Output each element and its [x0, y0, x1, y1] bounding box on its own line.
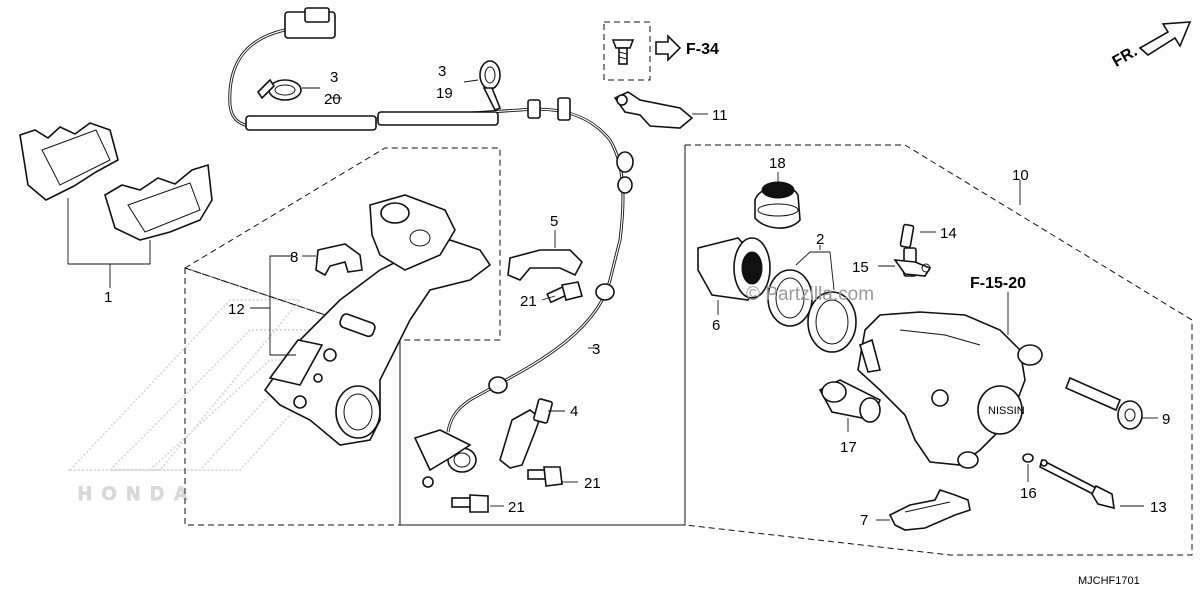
bleed-valve-cap	[893, 259, 932, 277]
dust-boot	[754, 181, 801, 229]
watermark: © Partzilla.com	[746, 284, 874, 305]
callout-8: 8	[290, 249, 298, 266]
pad-spring	[888, 489, 971, 531]
callout-19: 19	[436, 85, 453, 102]
callout-21-middle: 21	[584, 475, 601, 492]
callout-1: 1	[104, 289, 112, 306]
callout-2: 2	[816, 231, 824, 248]
callout-13: 13	[1150, 499, 1167, 516]
brake-pad-set	[19, 122, 213, 241]
logo-wordmark: HONDA	[78, 484, 198, 505]
callout-4: 4	[570, 403, 578, 420]
callout-20: 20	[324, 91, 341, 108]
callout-21-lower: 21	[508, 499, 525, 516]
caliper-brand: NISSIN	[988, 405, 1025, 417]
sensor-mount-bracket	[499, 398, 553, 469]
assembly-box-caliper	[684, 144, 1193, 556]
bolt-21-middle	[527, 466, 563, 487]
slide-pin	[818, 379, 882, 423]
piston-seal-set	[767, 269, 857, 353]
assembly-box-lower	[399, 145, 686, 526]
assembly-box-f34	[603, 21, 651, 81]
sensor-wire-bracket	[507, 249, 583, 281]
callout-10: 10	[1012, 167, 1029, 184]
wire-clamp-left	[256, 78, 302, 101]
callout-5: 5	[550, 213, 558, 230]
bolt-21-lower	[451, 494, 489, 513]
callout-21-upper: 21	[520, 293, 537, 310]
front-direction-arrow	[1138, 21, 1192, 56]
sensor-wire-upper	[228, 7, 634, 433]
callout-16: 16	[1020, 485, 1037, 502]
screw-f34	[611, 39, 635, 65]
callout-7: 7	[860, 512, 868, 529]
arrow-f34	[655, 34, 682, 62]
pad-spring-clip	[315, 243, 363, 277]
assembly-box-bracket	[183, 147, 501, 341]
callout-12: 12	[228, 301, 245, 318]
wire-clip	[613, 91, 694, 129]
speed-sensor	[413, 429, 477, 488]
callout-18: 18	[769, 155, 786, 172]
reference-f34: F-34	[686, 41, 719, 58]
caliper-body: NISSIN	[857, 311, 1043, 469]
reference-f1520: F-15-20	[970, 275, 1026, 292]
caliper-piston	[697, 237, 771, 301]
washer	[1022, 453, 1034, 463]
callout-6: 6	[712, 317, 720, 334]
pad-pin	[1039, 458, 1115, 510]
callout-3-wire: 3	[592, 341, 600, 358]
callout-9: 9	[1162, 411, 1170, 428]
callout-15: 15	[852, 259, 869, 276]
bolt-21-upper	[546, 281, 583, 304]
front-direction-label: FR.	[1110, 43, 1141, 71]
caliper-bracket	[263, 194, 492, 446]
callout-17: 17	[840, 439, 857, 456]
callout-14: 14	[940, 225, 957, 242]
wire-clamp-right	[479, 60, 502, 112]
callout-3-clamp: 3	[438, 63, 446, 80]
caliper-pin-bolt	[1064, 376, 1143, 430]
diagram-code: MJCHF1701	[1078, 575, 1140, 587]
callout-3-top: 3	[330, 69, 338, 86]
callout-11: 11	[712, 107, 728, 124]
